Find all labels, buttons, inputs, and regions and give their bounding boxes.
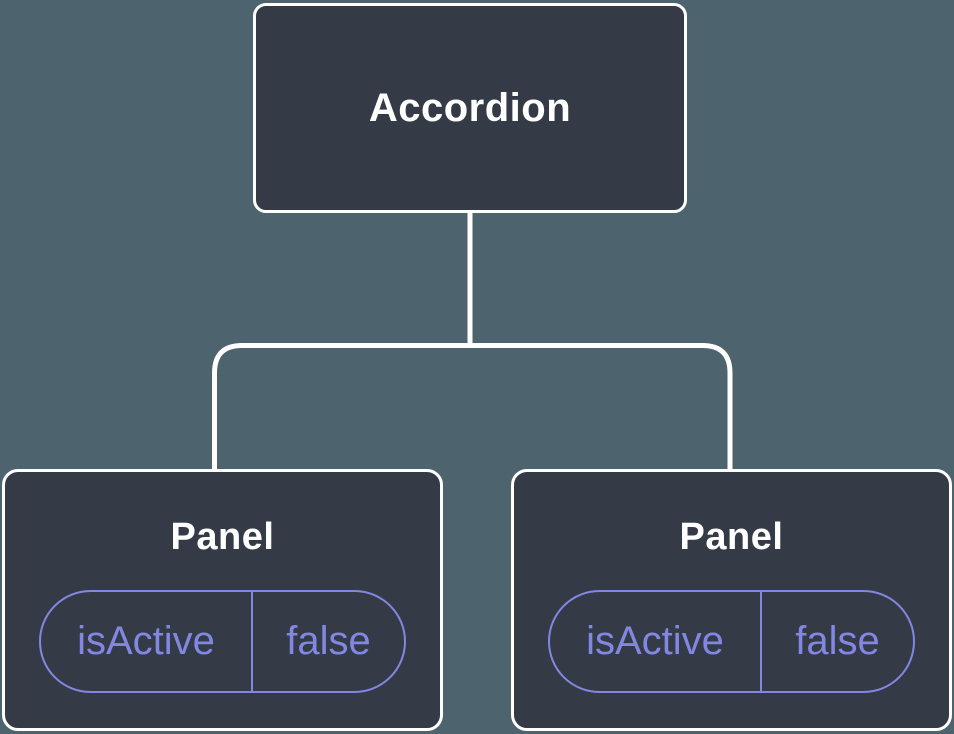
panel-node-label: Panel (170, 516, 275, 558)
panel-node-left: Panel isActive false (2, 469, 443, 731)
branch-bracket-line (212, 343, 733, 471)
state-pill: isActive false (548, 590, 915, 693)
panel-node-label: Panel (679, 516, 784, 558)
accordion-node: Accordion (253, 3, 687, 213)
state-key-cell: isActive (550, 592, 762, 691)
state-key-cell: isActive (41, 592, 253, 691)
state-value-cell: false (286, 619, 371, 663)
panel-node-right: Panel isActive false (511, 469, 952, 731)
accordion-node-label: Accordion (368, 85, 572, 130)
state-pill: isActive false (39, 590, 406, 693)
state-value-cell: false (795, 619, 880, 663)
